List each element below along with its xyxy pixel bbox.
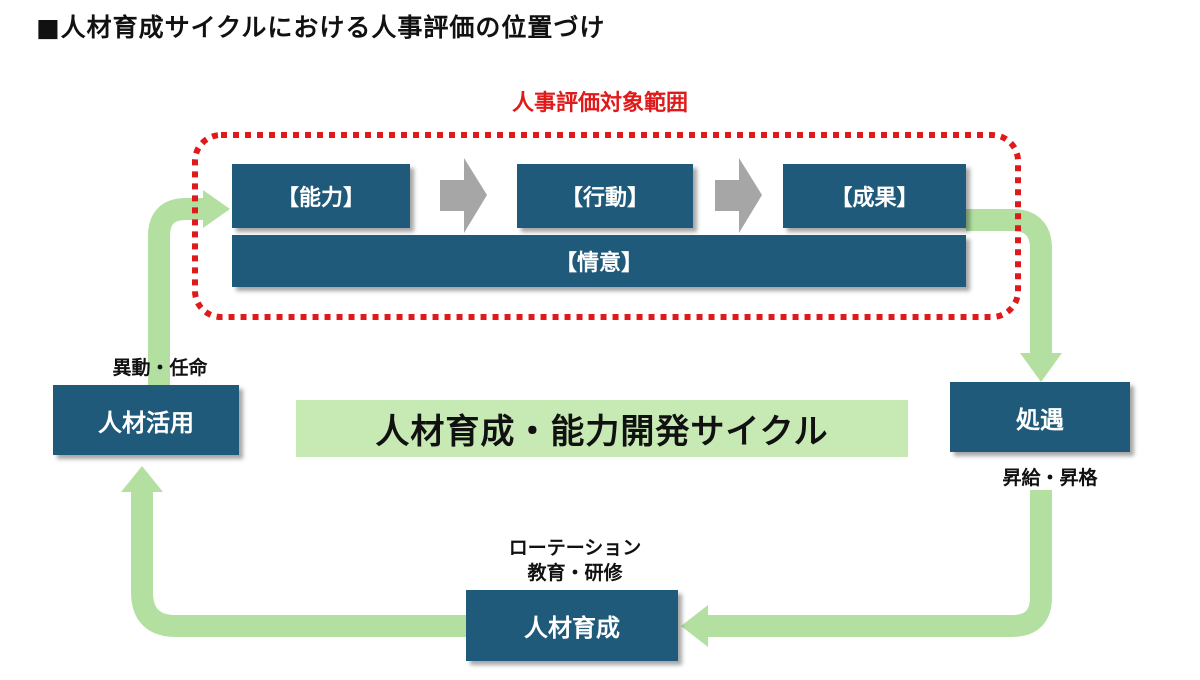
treatment-box: 処遇 <box>950 382 1130 452</box>
result-box: 【成果】 <box>783 164 966 228</box>
development-caption-training: 教育・研修 <box>527 562 623 584</box>
arrow-head-ability <box>203 190 230 228</box>
arrow-utilization-to-ability <box>148 198 205 385</box>
result-label: 【成果】 <box>830 186 919 211</box>
treatment-label: 処遇 <box>1016 405 1064 434</box>
arrow-treatment-to-development <box>706 490 1052 637</box>
utilization-label: 人材活用 <box>98 408 194 437</box>
motivation-label: 【情意】 <box>554 251 643 276</box>
treatment-caption: 昇給・昇格 <box>1002 467 1098 489</box>
step-arrow-behavior-to-result <box>715 158 762 233</box>
development-box: 人材育成 <box>466 590 678 661</box>
step-arrow-ability-to-behavior <box>440 158 487 233</box>
development-caption-rotation: ローテーション <box>508 537 642 559</box>
development-label: 人材育成 <box>524 614 620 642</box>
behavior-label: 【行動】 <box>560 186 649 211</box>
motivation-box: 【情意】 <box>232 235 966 287</box>
arrow-development-to-utilization <box>131 490 466 637</box>
ability-box: 【能力】 <box>232 164 410 228</box>
page-title: ■人材育成サイクルにおける人事評価の位置づけ <box>36 13 606 42</box>
cycle-title: 人材育成・能力開発サイクル <box>296 400 908 457</box>
ability-label: 【能力】 <box>276 186 365 211</box>
arrow-head-development <box>681 605 708 647</box>
utilization-box: 人材活用 <box>53 385 239 455</box>
arrow-head-treatment <box>1020 353 1062 382</box>
arrow-head-utilization <box>121 466 163 492</box>
arrow-result-to-treatment <box>966 209 1052 355</box>
utilization-caption: 異動・任命 <box>112 357 208 379</box>
evaluation-scope-label: 人事評価対象範囲 <box>511 91 688 116</box>
evaluation-scope-border <box>192 132 1021 320</box>
behavior-box: 【行動】 <box>517 164 693 228</box>
